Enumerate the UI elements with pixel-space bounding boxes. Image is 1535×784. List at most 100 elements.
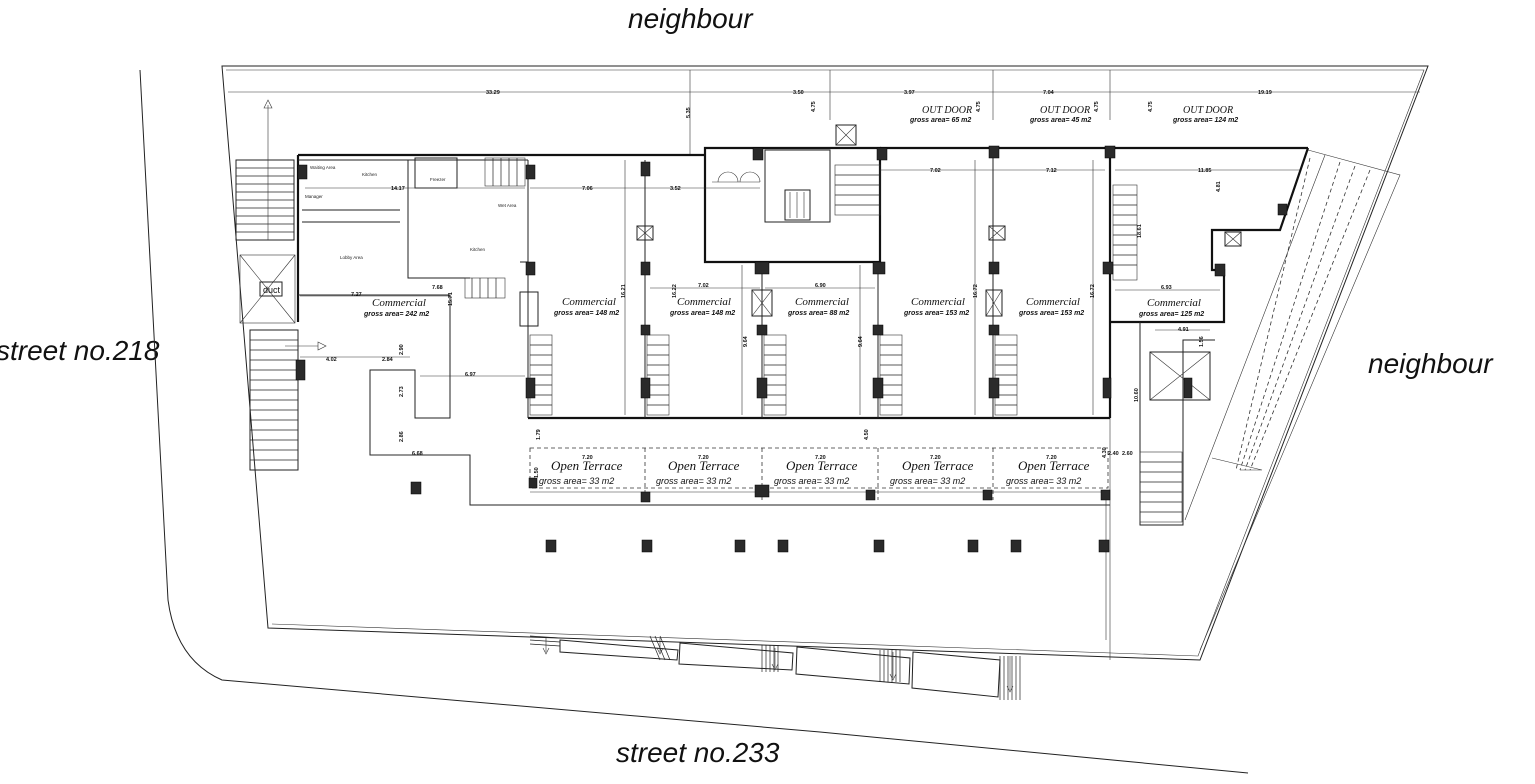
unit-5-gross: gross area= 153 m2	[903, 310, 969, 317]
svg-text:1.50: 1.50	[534, 467, 540, 478]
svg-text:Wet Area: Wet Area	[498, 203, 517, 208]
svg-text:7.06: 7.06	[582, 186, 593, 192]
dim-top-c: 7.04	[1043, 90, 1055, 96]
terrace-2-gross: gross area= 33 m2	[656, 476, 731, 486]
terrace-5-gross: gross area= 33 m2	[1006, 476, 1081, 486]
unit-6-name: Commercial	[1026, 296, 1080, 308]
svg-text:11.85: 11.85	[1198, 168, 1211, 174]
ramp-dashes	[1235, 157, 1371, 471]
svg-text:7.20: 7.20	[815, 455, 826, 461]
svg-text:7.20: 7.20	[1046, 455, 1057, 461]
terrace-4-gross: gross area= 33 m2	[890, 476, 965, 486]
svg-text:16.72: 16.72	[1090, 284, 1096, 298]
svg-text:2.60: 2.60	[1122, 451, 1133, 457]
svg-text:9.64: 9.64	[743, 335, 749, 347]
svg-text:4.81: 4.81	[1216, 181, 1222, 192]
unit-7-name: Commercial	[1147, 297, 1201, 309]
terrace-4-name: Open Terrace	[902, 458, 974, 473]
svg-text:Lobby Area: Lobby Area	[340, 255, 363, 260]
svg-text:2.40: 2.40	[1108, 451, 1119, 457]
svg-text:6.93: 6.93	[1161, 285, 1172, 291]
label-west-street: street no.218	[0, 335, 160, 366]
svg-text:16.22: 16.22	[672, 284, 678, 298]
outdoor-3-name: OUT DOOR	[1183, 105, 1233, 116]
svg-text:7.02: 7.02	[930, 168, 941, 174]
site-boundary-inner	[226, 69, 1425, 657]
unit-4-gross: gross area= 88 m2	[787, 310, 849, 317]
svg-text:6.68: 6.68	[412, 451, 423, 457]
svg-text:3.52: 3.52	[670, 186, 681, 192]
svg-text:Kitchen: Kitchen	[470, 247, 486, 252]
svg-text:7.27: 7.27	[351, 292, 362, 298]
unit-1-gross: gross area= 242 m2	[363, 311, 429, 318]
svg-text:1.56: 1.56	[1199, 336, 1205, 347]
building-north-wall	[298, 146, 1308, 157]
terrace-1-gross: gross area= 33 m2	[539, 476, 614, 486]
ramp-east	[1184, 149, 1401, 651]
terrace-3-gross: gross area= 33 m2	[774, 476, 849, 486]
outdoor-1-gross: gross area= 65 m2	[909, 117, 971, 124]
stairs-south	[529, 635, 1021, 700]
dim-top-b: 3.97	[904, 90, 915, 96]
svg-text:1.79: 1.79	[536, 429, 542, 440]
svg-text:Waiting Area: Waiting Area	[310, 165, 336, 170]
duct-label: duct	[263, 285, 281, 295]
svg-text:4.75: 4.75	[976, 101, 982, 112]
unit-7-gross: gross area= 125 m2	[1138, 311, 1204, 318]
svg-text:2.86: 2.86	[399, 431, 405, 442]
svg-text:5.35: 5.35	[686, 107, 692, 118]
svg-text:15.71: 15.71	[448, 292, 454, 306]
unit-2-name: Commercial	[562, 296, 616, 308]
unit-4-name: Commercial	[795, 296, 849, 308]
svg-text:2.84: 2.84	[382, 357, 394, 363]
unit-3-name: Commercial	[677, 296, 731, 308]
svg-text:2.73: 2.73	[399, 386, 405, 397]
svg-text:Freezer: Freezer	[430, 177, 446, 182]
svg-text:6.90: 6.90	[815, 283, 826, 289]
svg-text:7.20: 7.20	[930, 455, 941, 461]
street-edge-west	[139, 69, 1249, 774]
svg-text:Kitchen: Kitchen	[362, 172, 378, 177]
terrace-1-name: Open Terrace	[551, 458, 623, 473]
svg-text:4.75: 4.75	[811, 101, 817, 112]
unit-2-gross: gross area= 148 m2	[553, 310, 619, 317]
svg-text:7.20: 7.20	[582, 455, 593, 461]
svg-text:9.64: 9.64	[858, 335, 864, 347]
label-north-neighbour: neighbour	[628, 3, 754, 34]
svg-text:7.02: 7.02	[698, 283, 709, 289]
svg-text:16.72: 16.72	[973, 284, 979, 298]
stair-west-upper	[235, 159, 295, 241]
east-unit-wall	[1110, 147, 1310, 324]
svg-text:4.30: 4.30	[1102, 447, 1108, 458]
terrace-band	[529, 447, 1109, 489]
dim-top-d: 19.19	[1258, 90, 1272, 96]
svg-text:14.17: 14.17	[391, 186, 405, 192]
svg-text:4.75: 4.75	[1094, 101, 1100, 112]
svg-text:4.75: 4.75	[1148, 101, 1154, 112]
site-boundary	[221, 65, 1429, 661]
outdoor-2-name: OUT DOOR	[1040, 105, 1090, 116]
stair-west-lower	[249, 329, 299, 471]
svg-text:2.90: 2.90	[399, 344, 405, 355]
svg-text:10.60: 10.60	[1134, 388, 1140, 402]
svg-text:4.91: 4.91	[1178, 327, 1189, 333]
unit-1-name: Commercial	[372, 297, 426, 309]
restaurant-block	[298, 159, 1110, 506]
svg-text:16.21: 16.21	[621, 284, 627, 298]
duct-box	[259, 281, 283, 297]
structural-columns	[295, 145, 1288, 553]
dim-top-total: 33.29	[486, 90, 500, 96]
svg-text:4.02: 4.02	[326, 357, 337, 363]
terrace-3-name: Open Terrace	[786, 458, 858, 473]
label-east-neighbour: neighbour	[1368, 348, 1494, 379]
terrace-2-name: Open Terrace	[668, 458, 740, 473]
outdoor-3-gross: gross area= 124 m2	[1172, 117, 1238, 124]
svg-text:7.20: 7.20	[698, 455, 709, 461]
unit-6-gross: gross area= 153 m2	[1018, 310, 1084, 317]
interior-dimensions	[300, 169, 1300, 456]
terrace-5-name: Open Terrace	[1018, 458, 1090, 473]
svg-text:7.12: 7.12	[1046, 168, 1057, 174]
unit-5-name: Commercial	[911, 296, 965, 308]
svg-text:4.50: 4.50	[864, 429, 870, 440]
